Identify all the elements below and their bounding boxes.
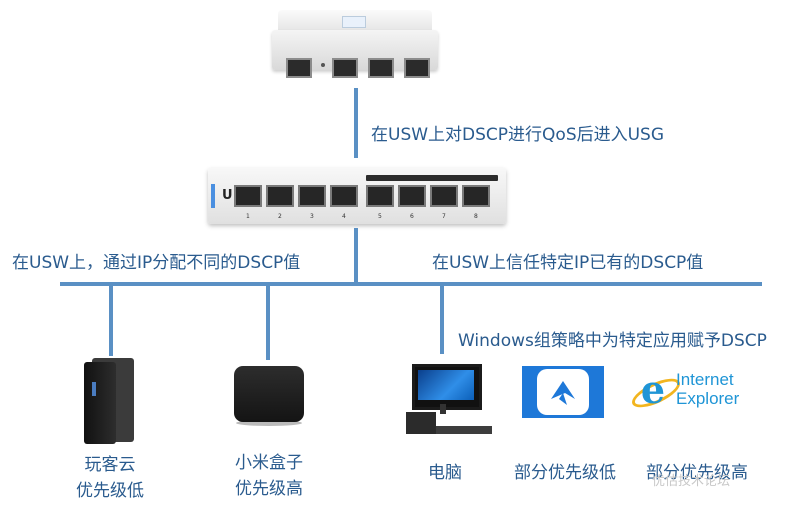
gateway-port <box>368 58 394 78</box>
wankeyun-front <box>84 362 116 444</box>
downlink-line <box>354 228 358 284</box>
uplink-line <box>354 88 358 158</box>
drop-line-pc <box>440 284 444 354</box>
gateway-reset-icon <box>321 63 325 67</box>
usw-to-usg-label: 在USW上对DSCP进行QoS后进入USG <box>371 125 665 145</box>
port-number: 6 <box>410 213 414 220</box>
bird-icon <box>551 381 575 405</box>
port-number: 8 <box>474 213 478 220</box>
ie-line1: Internet <box>676 370 734 389</box>
windows-policy-label: Windows组策略中为特定应用赋予DSCP <box>458 331 767 351</box>
switch-port <box>266 185 294 207</box>
port-number: 4 <box>342 213 346 220</box>
left-branch-label: 在USW上，通过IP分配不同的DSCP值 <box>12 253 301 273</box>
mibox-caption: 小米盒子 优先级高 <box>216 450 322 502</box>
switch-port <box>462 185 490 207</box>
port-number: 1 <box>246 213 250 220</box>
windows-logo-icon <box>418 370 474 400</box>
gateway-port <box>286 58 312 78</box>
port-number: 7 <box>442 213 446 220</box>
gateway-device <box>272 10 438 78</box>
wankeyun-led-icon <box>92 382 96 396</box>
drop-line-wankeyun <box>109 284 113 356</box>
gateway-logo-icon <box>342 16 366 28</box>
ie-logo-text: Internet Explorer <box>676 370 739 408</box>
right-branch-label: 在USW上信任特定IP已有的DSCP值 <box>432 253 704 273</box>
pc-stand <box>440 404 446 414</box>
mibox-priority: 优先级高 <box>235 479 303 499</box>
app-high-caption: 部分优先级高 <box>646 463 748 483</box>
gateway-port <box>332 58 358 78</box>
keyboard-icon <box>436 426 492 434</box>
ie-logo-icon: e <box>640 367 666 412</box>
wankeyun-caption: 玩客云 优先级低 <box>60 452 160 504</box>
switch-port <box>234 185 262 207</box>
port-number: 3 <box>310 213 314 220</box>
poe-bar <box>366 175 498 181</box>
mibox-shadow <box>236 420 302 426</box>
bus-line <box>60 282 762 286</box>
drop-line-mibox <box>266 284 270 360</box>
switch-brand-logo: U <box>222 188 233 203</box>
watermark: 优估技术论坛 <box>652 473 731 488</box>
ie-line2: Explorer <box>676 389 740 408</box>
switch-device: U 1 2 3 4 5 6 7 8 <box>208 168 506 224</box>
switch-port <box>298 185 326 207</box>
gateway-front-panel <box>272 30 438 78</box>
mibox-icon <box>234 366 304 422</box>
pc-caption: 电脑 <box>428 463 462 483</box>
app-low-caption: 部分优先级低 <box>514 463 616 483</box>
gateway-port <box>404 58 430 78</box>
pc-tower-icon <box>406 412 436 434</box>
app-bird-icon <box>537 369 589 415</box>
switch-led-icon <box>211 184 215 208</box>
switch-port <box>430 185 458 207</box>
port-number: 5 <box>378 213 382 220</box>
switch-port <box>330 185 358 207</box>
wankeyun-name: 玩客云 <box>84 455 136 475</box>
mibox-name: 小米盒子 <box>235 453 303 473</box>
wankeyun-priority: 优先级低 <box>76 481 144 501</box>
switch-port <box>398 185 426 207</box>
switch-port <box>366 185 394 207</box>
port-number: 2 <box>278 213 282 220</box>
